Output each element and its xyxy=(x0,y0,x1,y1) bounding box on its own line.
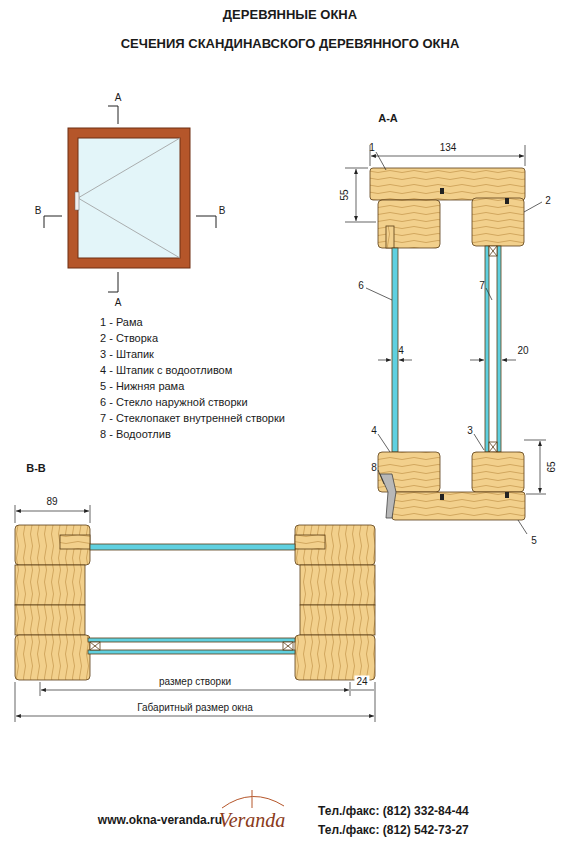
window-icon xyxy=(44,106,216,292)
page-title: ДЕРЕВЯННЫЕ ОКНА xyxy=(223,7,357,22)
section-b-b xyxy=(15,525,375,680)
callout-number: 134 xyxy=(438,142,459,153)
section-label: В-В xyxy=(26,462,46,474)
callout-number: 5 xyxy=(531,535,537,546)
label: В xyxy=(219,205,226,216)
legend-line: 7 - Стеклопакет внутренней створки xyxy=(100,412,285,424)
website: www.okna-veranda.ru xyxy=(98,814,222,827)
section-label: А-А xyxy=(378,112,398,124)
phone-number: Тел./факс: (812) 332-84-44 xyxy=(318,805,469,818)
callout-number: 3 xyxy=(467,425,473,436)
callout-number: 89 xyxy=(44,496,59,507)
callout-number: 8 xyxy=(371,462,377,473)
dimension-value: 65 xyxy=(546,459,557,474)
callout-number: 20 xyxy=(517,345,528,356)
legend-line: 2 - Створка xyxy=(100,332,158,344)
callout-number: 4 xyxy=(398,345,404,356)
phone-number: Тел./факс: (812) 542-73-27 xyxy=(318,824,469,837)
callout-number: 7 xyxy=(479,280,485,291)
label: размер створки xyxy=(157,676,233,687)
callout-number: 1 xyxy=(369,142,375,153)
callout-number: 4 xyxy=(371,425,377,436)
section-a-a xyxy=(370,168,525,520)
dimension-lines xyxy=(345,145,546,534)
dimension-value: 55 xyxy=(339,187,350,202)
label: А xyxy=(115,92,122,103)
legend-line: 8 - Водоотлив xyxy=(100,428,171,440)
logo-text: Veranda xyxy=(219,809,286,831)
label: В xyxy=(35,205,42,216)
callout-number: 2 xyxy=(545,195,551,206)
label: Габаритный размер окна xyxy=(135,702,255,713)
callout-number: 6 xyxy=(358,280,364,291)
logo-arc xyxy=(222,790,284,808)
subtitle: СЕЧЕНИЯ СКАНДИНАВСКОГО ДЕРЕВЯННОГО ОКНА xyxy=(121,37,460,51)
legend-line: 3 - Штапик xyxy=(100,348,154,360)
callout-number: 24 xyxy=(354,676,369,687)
legend-line: 4 - Штапик с водоотливом xyxy=(100,364,232,376)
legend-line: 1 - Рама xyxy=(100,316,143,328)
dimension-lines xyxy=(15,505,375,722)
legend-line: 6 - Стекло наружной створки xyxy=(100,396,248,408)
legend-line: 5 - Нижняя рама xyxy=(100,380,184,392)
label: А xyxy=(115,297,122,308)
